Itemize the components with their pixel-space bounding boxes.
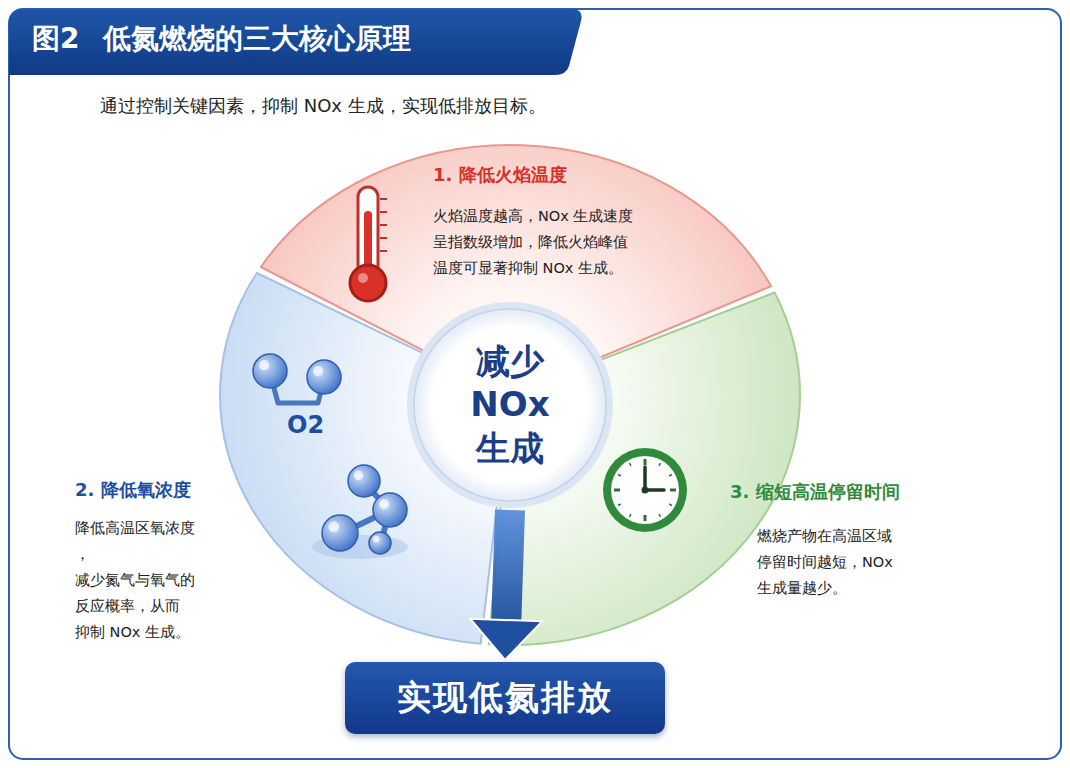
thermometer-tick (380, 237, 387, 239)
atom (348, 465, 380, 497)
formula-label: O2 (287, 410, 324, 441)
title-tab (9, 9, 582, 75)
arrow-shaft (491, 510, 525, 621)
clock-tick (614, 489, 620, 492)
clock-tick (669, 504, 672, 506)
principle-heading: 2. 降低氧浓度 (75, 478, 191, 501)
result-button: 实现低氮排放 (345, 662, 665, 734)
clock-tick (630, 463, 632, 466)
atom-shine (328, 521, 339, 532)
thermometer-tick (380, 198, 387, 200)
clock-tick (618, 504, 621, 506)
atom-shine (354, 471, 364, 481)
sector-icon (350, 187, 387, 301)
atom (307, 360, 341, 394)
subtitle: 通过控制关键因素，抑制 NOx 生成，实现低排放目标。 (100, 94, 546, 117)
outer-frame (9, 9, 1061, 759)
principle-heading: 1. 降低火焰温度 (433, 163, 567, 186)
clock-face (611, 456, 679, 524)
thermometer-bulb (350, 265, 386, 301)
atom-shine (313, 366, 323, 376)
principle-heading: 3. 缩短高温停留时间 (730, 480, 900, 503)
atom (322, 515, 358, 551)
circle-face (414, 309, 606, 501)
principle-body: 降低高温区氧浓度， 减少氮气与氧气的 反应概率，从而 抑制 NOx 生成。 (75, 515, 209, 645)
thermometer-tick (380, 211, 387, 213)
clock-rim (603, 448, 687, 532)
clock-pin (642, 487, 649, 494)
principle-body: 燃烧产物在高温区域 停留时间越短，NOx 生成量越少。 (757, 523, 897, 601)
sector-icon (603, 448, 687, 532)
clock-tick (659, 463, 661, 466)
sector-icon (253, 354, 408, 559)
thermometer-shine (358, 273, 368, 283)
circle-ring (407, 302, 613, 508)
figure-title: 图2 低氮燃烧的三大核心原理 (32, 22, 411, 56)
clock-tick (630, 514, 632, 517)
atom (253, 354, 287, 388)
clock-tick (644, 459, 647, 465)
goal-text: 减少 NOx 生成 (450, 340, 570, 471)
thermometer-tick (380, 250, 387, 252)
atom (373, 493, 407, 527)
clock-tick (644, 515, 647, 521)
clock-tick (618, 475, 621, 477)
clock-tick (659, 514, 661, 517)
atom (369, 532, 391, 554)
atom-shine (259, 360, 269, 370)
atom-shine (379, 499, 389, 509)
center-goal-circle: 减少 NOx 生成 (405, 300, 615, 510)
thermometer-tick (380, 224, 387, 226)
clock-tick (670, 489, 676, 492)
clock-tick (669, 475, 672, 477)
result-text: 实现低氮排放 (397, 675, 613, 721)
atom-shine (373, 536, 380, 543)
principle-body: 火焰温度越高，NOx 生成速度 呈指数级增加，降低火焰峰值 温度可显著抑制 NO… (433, 203, 643, 281)
